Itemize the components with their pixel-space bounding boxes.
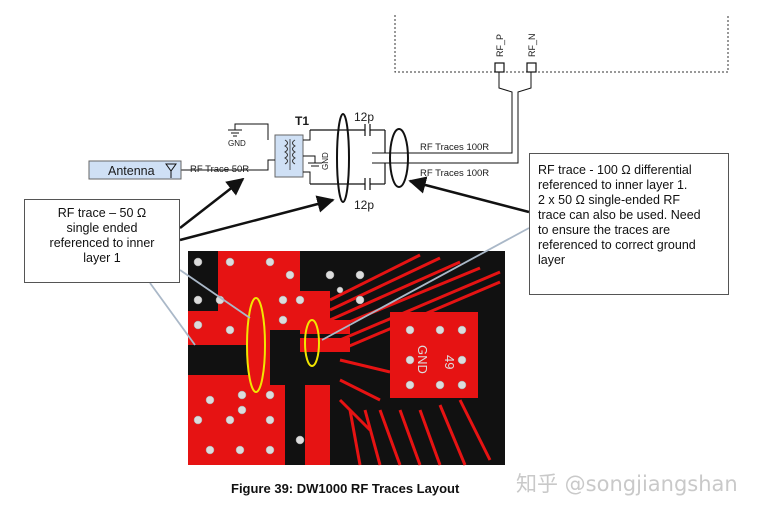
note-left-line: RF trace – 50 Ω — [57, 206, 147, 220]
arrow-to-diff-traces — [408, 176, 530, 214]
trace-rf-p — [372, 72, 513, 154]
figure-caption: Figure 39: DW1000 RF Traces Layout — [231, 481, 460, 496]
ellipse-cap-traces — [336, 113, 350, 203]
note-right-line: layer — [538, 253, 566, 267]
trace-label-top: RF Traces 100R — [420, 142, 489, 153]
pcb-layout: GND 49 — [188, 251, 505, 466]
wire-t1-top — [303, 130, 311, 141]
antenna-label: Antenna — [108, 164, 155, 178]
trace-rf-n — [372, 72, 532, 164]
transformer-t1 — [274, 134, 304, 178]
note-right-line: to ensure the traces are — [538, 223, 671, 237]
note-right-line: 2 x 50 Ω single-ended RF — [538, 193, 681, 207]
wire-t1-gnd — [234, 123, 269, 140]
pin-rf-p-label: RF_P — [495, 34, 505, 57]
arrow-to-cap-traces — [179, 195, 335, 242]
arrow-to-50r-trace — [179, 177, 245, 229]
ellipse-diff-traces — [389, 128, 409, 188]
pointer-to-pcb-left-1 — [149, 282, 196, 346]
note-left-line: referenced to inner — [49, 236, 155, 250]
transformer-label: T1 — [295, 114, 309, 128]
watermark: 知乎 @songjiangshan — [516, 472, 738, 496]
note-left-line: single ended — [66, 221, 138, 235]
note-50r: RF trace – 50 Ω single ended referenced … — [24, 199, 180, 283]
note-right-line: referenced to inner layer 1. — [538, 178, 688, 192]
note-left-line: layer 1 — [83, 251, 121, 265]
wire-antenna — [180, 159, 275, 171]
pcb-pad-label: GND — [415, 345, 430, 374]
pin-rf-p — [494, 62, 505, 73]
highlight-50r-trace — [246, 297, 266, 393]
wire-t1-bottom — [303, 171, 311, 184]
gnd-symbol-left — [228, 129, 242, 137]
pin-rf-n-label: RF_N — [527, 33, 537, 57]
transformer-coil-left — [284, 139, 288, 165]
note-right-line: trace can also be used. Need — [538, 208, 701, 222]
gnd-label-left: GND — [228, 139, 246, 148]
note-right-line: RF trace - 100 Ω differential — [538, 163, 692, 177]
wire-t1-centertap — [303, 155, 316, 160]
antenna-icon — [165, 163, 177, 178]
highlight-100r-trace — [304, 319, 320, 367]
cap-top-label: 12p — [354, 110, 374, 124]
gnd-symbol-mid — [308, 160, 322, 167]
trace-label-bottom: RF Traces 100R — [420, 168, 489, 179]
pointer-to-pcb-right — [321, 227, 530, 341]
trace-50-label: RF Trace 50R — [190, 164, 249, 175]
transformer-coil-right — [292, 139, 296, 165]
antenna-box — [88, 160, 182, 180]
pin-rf-n — [526, 62, 537, 73]
gnd-label-mid: GND — [321, 152, 330, 170]
pcb-pad-number: 49 — [442, 355, 457, 369]
pointer-to-pcb-left-2 — [179, 269, 251, 319]
note-right-line: referenced to correct ground — [538, 238, 696, 252]
cap-bottom-label: 12p — [354, 198, 374, 212]
chip-outline — [394, 15, 729, 73]
note-100r: RF trace - 100 Ω differential referenced… — [529, 153, 729, 295]
